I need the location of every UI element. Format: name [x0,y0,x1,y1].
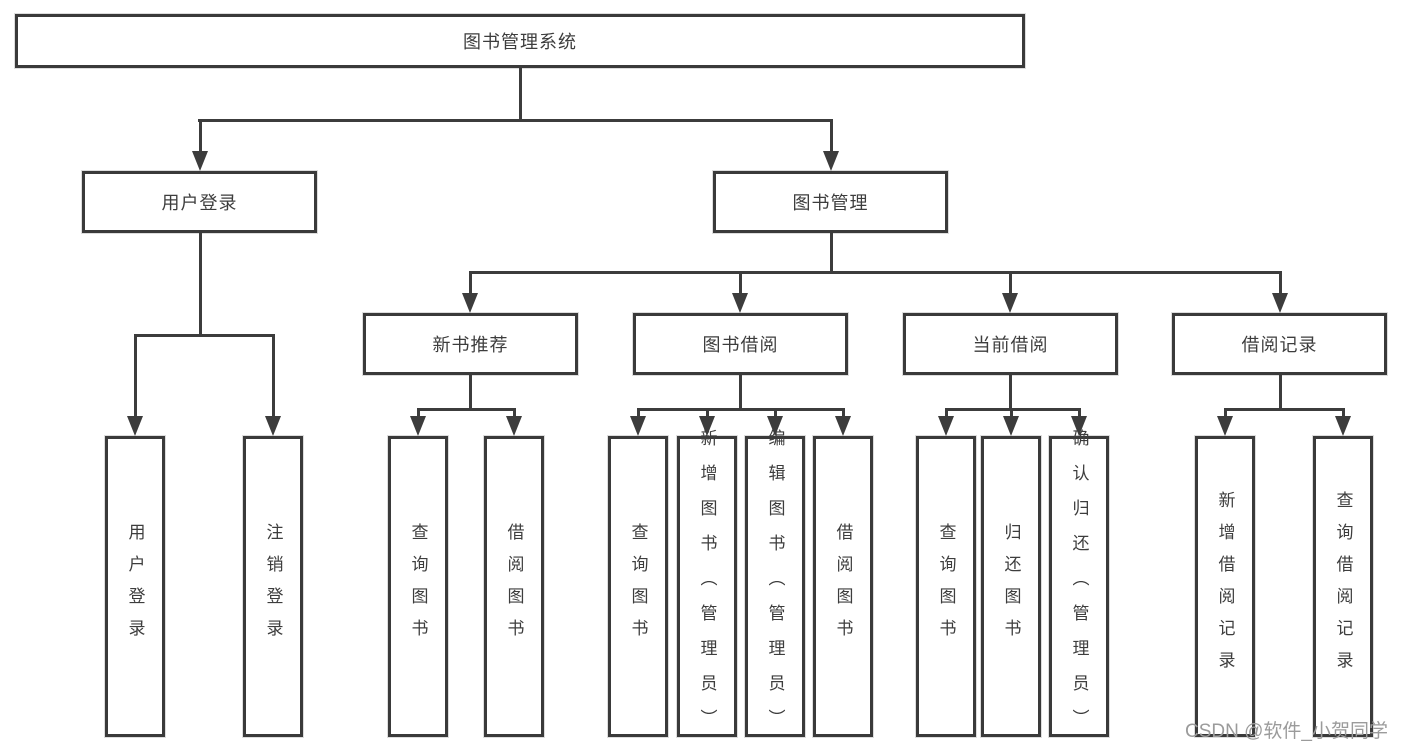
arrow-down-icon [192,151,208,171]
node-borrowing-records-label: 借阅记录 [1241,335,1318,355]
arrow-down-icon [835,416,851,436]
connector-line [774,408,777,418]
arrow-down-icon [506,416,522,436]
connector-line [1224,408,1344,411]
leaf-query-borrow-record-label: 查询借阅记录 [1333,490,1353,683]
connector-line [1342,408,1345,418]
connector-line [199,119,202,153]
connector-line [417,408,515,411]
connector-line [945,408,948,418]
arrow-down-icon [630,416,646,436]
node-root: 图书管理系统 [15,14,1025,68]
node-book-management-label: 图书管理 [792,193,869,213]
connector-line [830,119,833,153]
csdn-watermark: CSDN @软件_小贺同学 [1185,721,1388,742]
connector-line [637,408,844,411]
leaf-add-books-admin: 新增图书（管理员） [677,429,737,744]
arrow-down-icon [462,293,478,313]
arrow-down-icon [1335,416,1351,436]
leaf-confirm-return-admin-label: 确认归还（管理员） [1069,429,1089,744]
arrow-down-icon [732,293,748,313]
leaf-borrow-books-recommend: 借阅图书 [484,436,544,737]
node-new-book-recommend-label: 新书推荐 [432,335,509,355]
arrow-down-icon [1071,416,1087,436]
connector-line [519,68,522,122]
connector-line [830,233,833,274]
connector-line [1279,375,1282,411]
arrow-down-icon [127,416,143,436]
leaf-query-books-current: 查询图书 [916,436,976,737]
arrow-down-icon [1272,293,1288,313]
connector-line [469,271,1282,274]
node-borrowing-records: 借阅记录 [1172,313,1387,375]
arrow-down-icon [265,416,281,436]
leaf-return-books-label: 归还图书 [1001,522,1021,651]
connector-line [637,408,640,418]
leaf-add-borrow-record-label: 新增借阅记录 [1215,490,1235,683]
leaf-logout: 注销登录 [243,436,303,737]
connector-line [417,408,420,418]
leaf-confirm-return-admin: 确认归还（管理员） [1049,429,1109,744]
leaf-user-login: 用户登录 [105,436,165,737]
node-user-login-label: 用户登录 [161,193,238,213]
leaf-query-books-recommend-label: 查询图书 [408,522,428,651]
connector-line [1009,375,1012,411]
connector-line [1010,408,1013,418]
connector-line [1224,408,1227,418]
connector-line [198,119,833,122]
leaf-query-borrow-record: 查询借阅记录 [1313,436,1373,737]
connector-line [469,271,472,295]
leaf-borrow-books: 借阅图书 [813,436,873,737]
leaf-edit-books-admin-label: 编辑图书（管理员） [765,429,785,744]
connector-line [1009,271,1012,295]
leaf-borrow-books-recommend-label: 借阅图书 [504,522,524,651]
arrow-down-icon [767,416,783,436]
node-user-login: 用户登录 [82,171,317,233]
leaf-query-books-recommend: 查询图书 [388,436,448,737]
connector-line [842,408,845,418]
node-book-borrowing-label: 图书借阅 [702,335,779,355]
node-book-management: 图书管理 [713,171,948,233]
connector-line [739,271,742,295]
node-current-borrowing: 当前借阅 [903,313,1118,375]
arrow-down-icon [1217,416,1233,436]
leaf-edit-books-admin: 编辑图书（管理员） [745,429,805,744]
leaf-query-books-current-label: 查询图书 [936,522,956,651]
leaf-query-books-borrow-label: 查询图书 [628,522,648,651]
connector-line [1078,408,1081,418]
connector-line [199,233,202,337]
connector-line [1279,271,1282,295]
connector-line [739,375,742,411]
leaf-query-books-borrow: 查询图书 [608,436,668,737]
leaf-add-borrow-record: 新增借阅记录 [1195,436,1255,737]
node-new-book-recommend: 新书推荐 [363,313,578,375]
connector-line [513,408,516,418]
connector-line [706,408,709,418]
leaf-user-login-label: 用户登录 [125,522,145,651]
connector-line [134,334,275,337]
arrow-down-icon [699,416,715,436]
node-current-borrowing-label: 当前借阅 [972,335,1049,355]
arrow-down-icon [410,416,426,436]
connector-line [469,375,472,411]
node-book-borrowing: 图书借阅 [633,313,848,375]
arrow-down-icon [1002,293,1018,313]
arrow-down-icon [1003,416,1019,436]
arrow-down-icon [823,151,839,171]
arrow-down-icon [938,416,954,436]
leaf-logout-label: 注销登录 [263,522,283,651]
connector-line [134,334,137,418]
leaf-add-books-admin-label: 新增图书（管理员） [697,429,717,744]
node-root-label: 图书管理系统 [463,32,577,52]
leaf-return-books: 归还图书 [981,436,1041,737]
leaf-borrow-books-label: 借阅图书 [833,522,853,651]
connector-line [272,334,275,418]
